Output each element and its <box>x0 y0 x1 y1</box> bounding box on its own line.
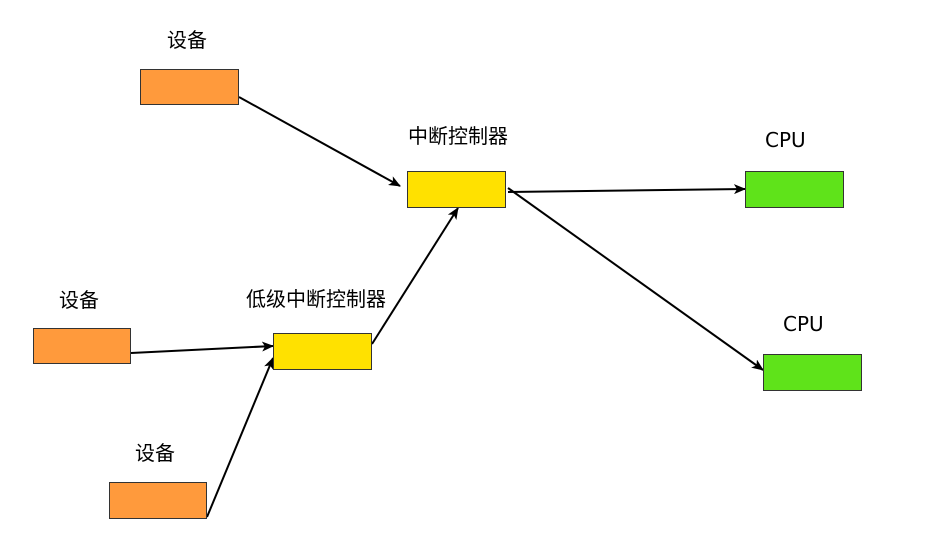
low-controller-box <box>273 333 372 370</box>
device-1-box <box>140 69 239 105</box>
cpu-2-box <box>763 354 862 391</box>
device-3-box <box>109 482 207 519</box>
edge-device-2-to-low-controller <box>130 341 274 354</box>
cpu-1-box <box>745 171 844 208</box>
controller-label: 中断控制器 <box>408 124 508 148</box>
cpu-1-label: CPU <box>765 128 806 152</box>
edge-low-controller-to-controller <box>371 207 459 345</box>
device-2-box <box>33 328 131 364</box>
edge-controller-to-cpu-2 <box>507 187 764 371</box>
device-3-label: 设备 <box>135 441 175 465</box>
device-2-label: 设备 <box>59 288 99 312</box>
cpu-2-label: CPU <box>783 312 824 336</box>
low-controller-label: 低级中断控制器 <box>246 287 386 311</box>
edge-controller-to-cpu-1 <box>507 184 746 195</box>
device-1-label: 设备 <box>167 28 207 52</box>
edge-device-3-to-low-controller <box>206 357 274 518</box>
edge-device-1-to-controller <box>238 96 401 187</box>
controller-box <box>407 171 506 208</box>
